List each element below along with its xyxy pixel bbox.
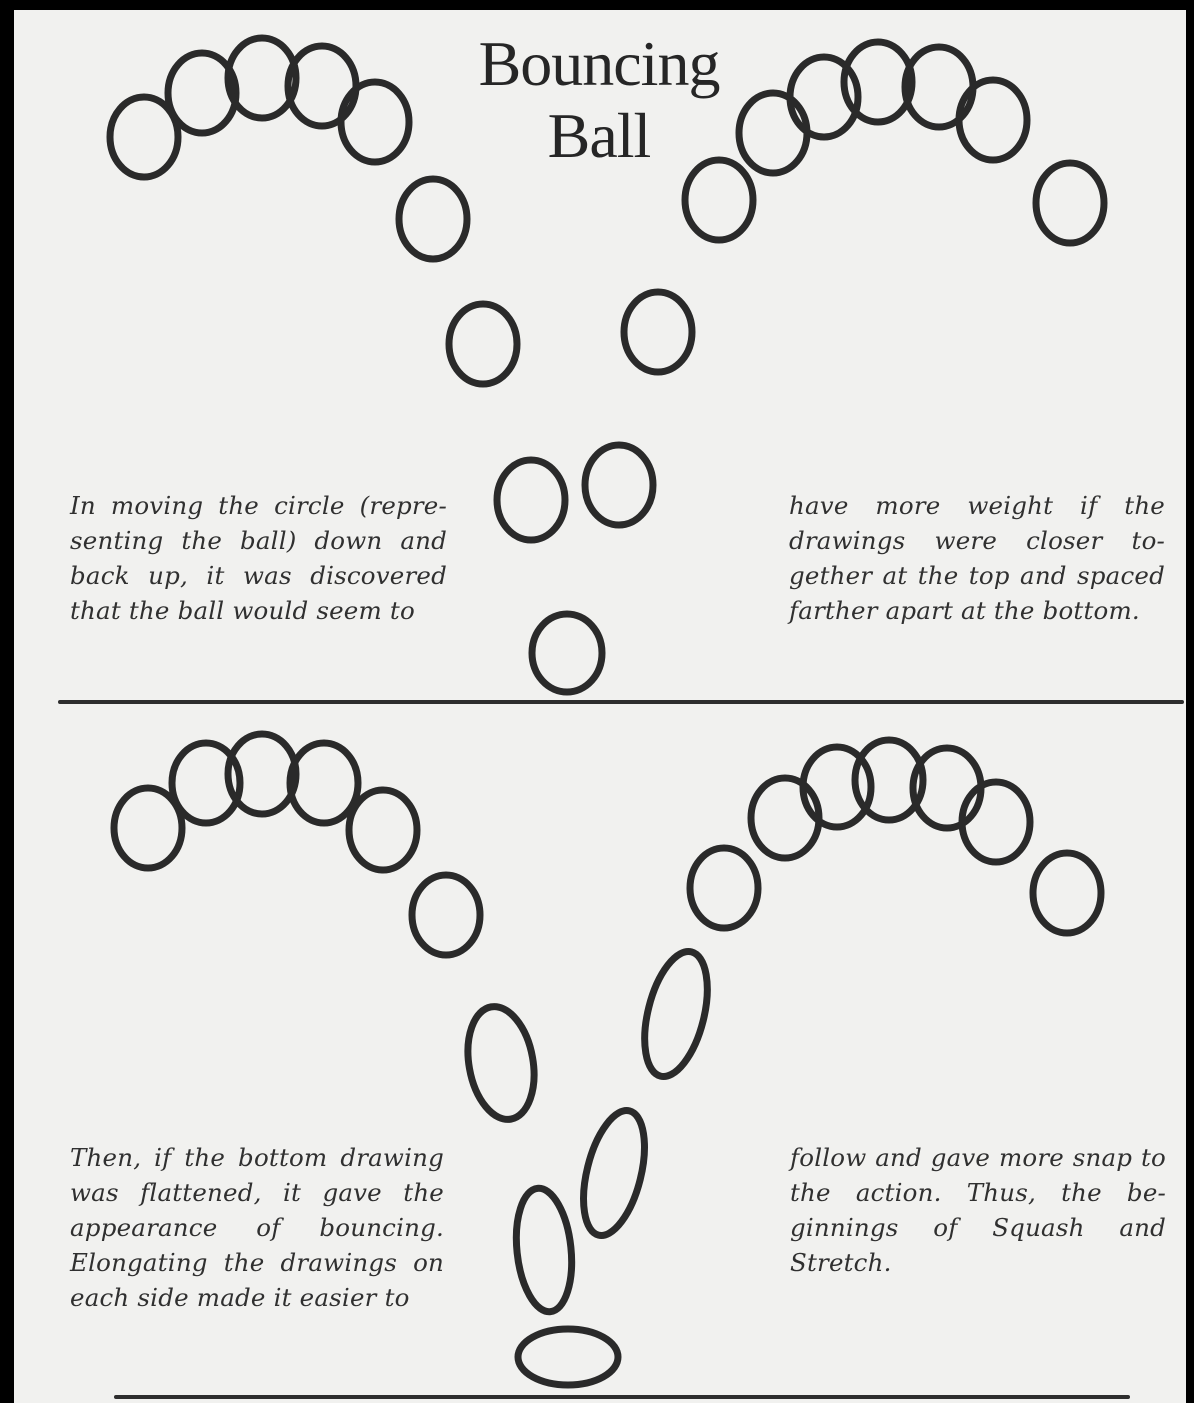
bottom-arc-ball-13 <box>751 778 819 858</box>
bottom-arc-ball-6 <box>412 875 480 955</box>
top-arc-ball-5 <box>341 82 409 162</box>
bottom-arc-ball-11 <box>633 945 718 1083</box>
bottom-arc-ball-10 <box>572 1104 655 1241</box>
top-arc-ball-18 <box>1036 163 1104 243</box>
top-arc-ball-13 <box>739 93 807 173</box>
top-arc-ball-10 <box>532 614 602 692</box>
bottom-arc-ball-12 <box>690 848 758 928</box>
top-arc-ball-17 <box>959 80 1027 160</box>
bottom-arc-ball-18 <box>1033 853 1101 933</box>
bottom-arc-ball-4 <box>290 743 358 823</box>
top-arc-ball-7 <box>449 304 517 384</box>
top-arc-ball-2 <box>168 53 236 133</box>
bottom-arc-ball-5 <box>349 790 417 870</box>
bottom-arc-ball-8 <box>511 1186 578 1315</box>
bottom-arc-ball-17 <box>962 782 1030 862</box>
bottom-arc-ball-7 <box>460 1001 543 1124</box>
top-arc-ball-11 <box>624 292 692 372</box>
top-arc-ball-6 <box>399 179 467 259</box>
bottom-arc-ball-9 <box>518 1329 618 1385</box>
top-arc-ball-8 <box>497 460 565 540</box>
top-arc-ball-12 <box>685 160 753 240</box>
top-arc-ball-9 <box>585 445 653 525</box>
